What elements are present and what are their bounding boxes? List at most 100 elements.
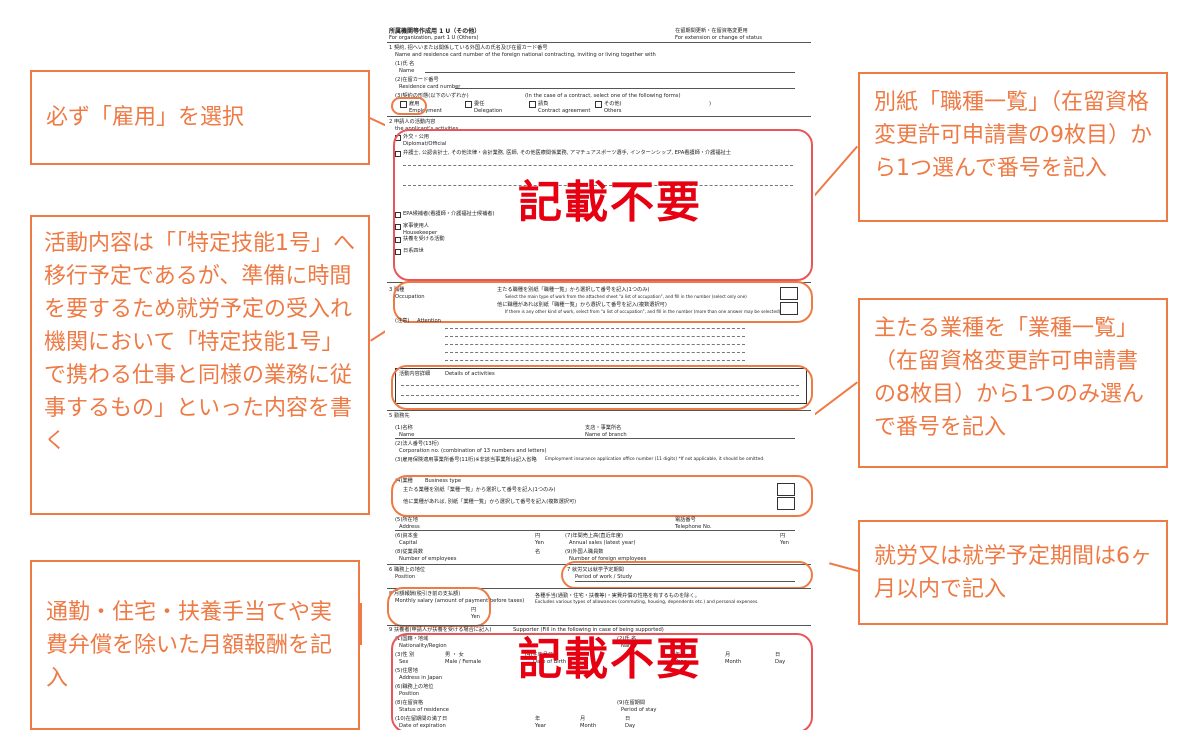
field-foreign-employees: (9)外国人職員数: [565, 549, 604, 555]
field-supporter-status: (8)在留資格: [395, 700, 424, 706]
field-supporter-position-en: Position: [399, 691, 420, 697]
form-header: 所属機関等作成用 1 U（その他）: [389, 28, 481, 35]
option-delegation: 委任: [474, 101, 485, 107]
field-employees: (8)従業員数: [395, 549, 424, 555]
checkbox[interactable]: [395, 237, 401, 243]
note-line: [445, 360, 745, 361]
field-sex: (3)性 別: [395, 652, 415, 658]
field-supporter-expiry-en: Date of expiration: [399, 723, 446, 729]
unit-day-en: Day: [775, 659, 786, 665]
field-name-en: Name: [399, 68, 415, 74]
option-agreement: 請負: [538, 101, 549, 107]
callout-text: 必ず「雇用」を選択: [46, 105, 245, 130]
note-line: [445, 336, 745, 337]
checkbox[interactable]: [395, 224, 401, 230]
field-insurance-en: Employment insurance application office …: [545, 457, 765, 462]
field-phone-en: Telephone No.: [675, 524, 712, 530]
section-6-title: 6 職務上の地位: [389, 567, 426, 573]
note-label: (注意): [395, 318, 410, 324]
field-birth: (4)生年月日: [525, 652, 554, 658]
section-7-title: 7 就労又は就学予定期間: [567, 567, 624, 573]
section-3-title-en: Occupation: [395, 294, 425, 300]
section-7-title-en: Period of work / Study: [575, 574, 633, 580]
highlight-not-required-upper: [393, 129, 813, 281]
callout-text: 別紙「職種一覧」（在留資格変更許可申請書の9枚目）から1つ選んで番号を記入: [874, 90, 1152, 181]
activity-details-box[interactable]: [395, 368, 807, 404]
business-number-box[interactable]: [777, 483, 795, 496]
field-supporter-position: (6)職務上の地位: [395, 684, 434, 690]
field-capital: (6)資本金: [395, 533, 418, 539]
checkbox-agreement[interactable]: [529, 101, 536, 108]
callout-text: 就労又は就学予定期間は6ヶ月以内で記入: [874, 543, 1152, 602]
callout-period: 就労又は就学予定期間は6ヶ月以内で記入: [858, 520, 1168, 625]
note-line: [445, 328, 745, 329]
highlight-business-type: [391, 475, 813, 517]
highlight-employment: [391, 97, 427, 115]
highlight-activity-details: [391, 365, 813, 410]
business-number-box[interactable]: [777, 497, 795, 510]
input-line: [575, 581, 795, 582]
highlight-salary: [387, 587, 491, 627]
field-address: (5)所在地: [395, 517, 418, 523]
checkbox-other[interactable]: [595, 101, 602, 108]
activity-item: 外交・公用: [403, 134, 429, 140]
input-line: [455, 88, 795, 89]
unit-year: 年: [535, 716, 541, 722]
field-corp-number: (2)法人番号(13桁): [395, 441, 439, 447]
application-form: 所属機関等作成用 1 U（その他） For organization, part…: [385, 25, 815, 730]
occupation-main-en: Select the main type of work from the at…: [505, 294, 747, 299]
field-workplace-name-en: Name: [399, 432, 415, 438]
input-line: [395, 438, 795, 439]
unit-day-en: Day: [625, 723, 636, 729]
field-corp-number-en: Corporation no. (combination of 13 numbe…: [399, 448, 547, 454]
form-header-right: 在留期間更新・在留資格変更用: [675, 28, 748, 34]
checkbox-delegation[interactable]: [465, 101, 472, 108]
field-employees-en: Number of employees: [399, 556, 457, 562]
checkbox[interactable]: [395, 212, 401, 218]
field-supporter-address: (5)住居地: [395, 668, 418, 674]
unit-yen: 円: [471, 607, 477, 613]
dotted-line: [403, 165, 793, 166]
field-branch: 支店・事業所名: [585, 425, 622, 431]
field-annual-sales-en: Annual sales (latest year): [569, 540, 636, 546]
unit-day: 日: [775, 652, 781, 658]
option-agreement-en: Contract agreement: [538, 108, 591, 114]
activity-item: 家事使用人: [403, 223, 429, 229]
field-supporter-name: (2)氏 名: [617, 636, 637, 642]
stamp-not-required: 記載不要: [518, 177, 702, 228]
field-annual-sales: (7)年間売上高(直近年度): [565, 533, 624, 539]
field-supporter-period: (9)在留期間: [617, 700, 646, 706]
unit-month: 月: [725, 652, 731, 658]
activity-details-title: 活動内容詳細: [399, 371, 431, 377]
field-card: (2)在留カード番号: [395, 77, 439, 83]
field-address-en: Address: [399, 524, 420, 530]
note-line: [445, 344, 745, 345]
activity-details-title-en: Details of activities: [445, 371, 495, 377]
dotted-line: [403, 185, 793, 186]
option-other-en: Others: [604, 108, 622, 114]
paren-close: ): [709, 101, 712, 107]
dotted-line: [401, 385, 799, 386]
callout-occupation-list: 別紙「職種一覧」（在留資格変更許可申請書の9枚目）から1つ選んで番号を記入: [858, 72, 1168, 222]
divider: [387, 588, 811, 589]
callout-text: 主たる業種を「業種一覧」（在留資格変更許可申請書の8枚目）から1つのみ選んで番号…: [874, 316, 1144, 440]
section-1-title: 1 契約, 招へいまたは関係している外国人の氏名及び在留カード番号: [389, 45, 548, 51]
callout-monthly-salary: 通勤・住宅・扶養手当てや実費弁償を除いた月額報酬を記入: [30, 560, 360, 730]
unit-yen-en: Yen: [535, 540, 544, 546]
field-foreign-employees-en: Number of foreign employees: [569, 556, 647, 562]
salary-note-en: Excludes various types of allowances (co…: [535, 600, 759, 605]
callout-activity-content: 活動内容は「「特定技能1号」へ移行予定であるが、準備に時間を要するため就労予定の…: [30, 215, 370, 515]
unit-day: 日: [625, 716, 631, 722]
checkbox[interactable]: [395, 249, 401, 255]
checkbox[interactable]: [395, 151, 401, 157]
field-insurance: (3)雇用保険適用事業所番号(11桁)※非該当事業所は記入省略: [395, 457, 537, 463]
sex-options-en: Male / Female: [445, 659, 482, 665]
divider: [387, 564, 811, 565]
leader-line: [829, 562, 859, 572]
leader-line: [360, 603, 362, 645]
unit-persons: 名: [535, 549, 541, 555]
section-6-title-en: Position: [395, 574, 416, 580]
section-9-title: 9 扶養者(申請人が扶養を受ける場合に記入): [389, 627, 492, 633]
unit-year: 年: [675, 652, 681, 658]
activity-item-en: Housekeeper: [403, 230, 438, 236]
